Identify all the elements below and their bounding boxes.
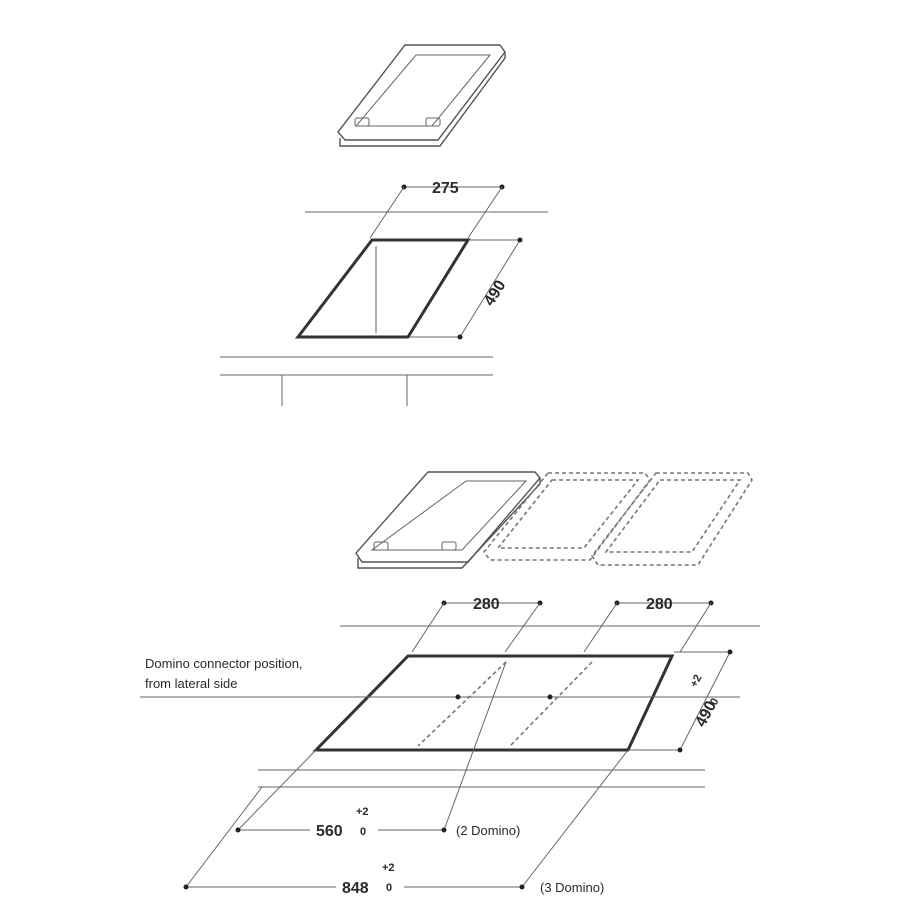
total-width-three: 848 +2 0 (3 Domino) (183, 749, 629, 897)
combined-width-dimensions: 280 280 (411, 596, 714, 653)
total-two-note: (2 Domino) (456, 823, 520, 838)
total-two-tol-zero: 0 (360, 826, 366, 838)
single-width-label: 275 (432, 180, 459, 197)
single-cutout (294, 211, 548, 339)
total-three-tol-plus: +2 (382, 862, 395, 874)
total-two-label: 560 (316, 823, 343, 840)
combined-worktop (258, 769, 705, 788)
total-three-tol-zero: 0 (386, 882, 392, 894)
single-depth-label: 490 (481, 277, 510, 309)
combined-depth-tol-plus: +2 (688, 673, 704, 690)
connector-note-line2: from lateral side (145, 676, 237, 691)
total-two-tol-plus: +2 (356, 806, 369, 818)
combined-depth-tol-zero: 0 (708, 696, 721, 707)
single-worktop (220, 356, 493, 406)
combined-width-label-left: 280 (473, 596, 500, 613)
single-hob-illustration (337, 44, 506, 147)
connector-note-line1: Domino connector position, (145, 656, 303, 671)
connector-note: Domino connector position, from lateral … (145, 656, 303, 691)
combined-hob-illustration (355, 471, 753, 569)
single-width-dimension: 275 (369, 180, 505, 239)
total-three-label: 848 (342, 880, 369, 897)
combined-width-label-right: 280 (646, 596, 673, 613)
total-width-two: 560 +2 0 (2 Domino) (235, 661, 520, 840)
total-three-note: (3 Domino) (540, 880, 604, 895)
